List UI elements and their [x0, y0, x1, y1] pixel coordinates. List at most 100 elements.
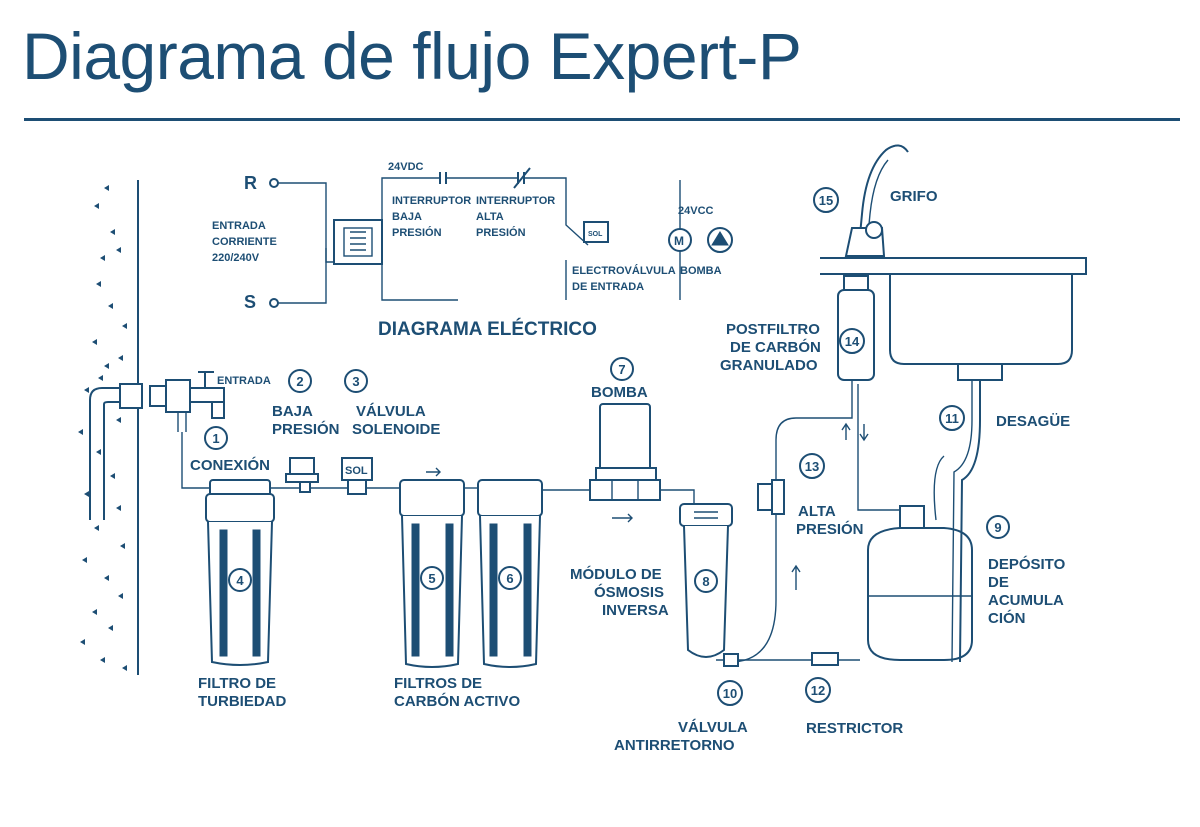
- terminal-s: S: [244, 292, 256, 312]
- voltage-24vdc: 24VDC: [388, 161, 424, 173]
- number-11: 11: [945, 411, 959, 426]
- wall-mark: [116, 247, 121, 253]
- input-current-l3: 220/240V: [212, 252, 260, 264]
- number-13: 13: [805, 459, 819, 474]
- wall-mark: [92, 609, 97, 615]
- label-alta-l1: ALTA: [798, 503, 836, 520]
- number-3: 3: [352, 374, 359, 389]
- label-bomba: BOMBA: [591, 384, 648, 401]
- label-modulo-l1: MÓDULO DE: [570, 565, 662, 583]
- label-baja-l1: BAJA: [272, 403, 313, 420]
- wall-mark: [84, 387, 89, 393]
- wall-mark: [100, 657, 105, 663]
- pump-elec-label: BOMBA: [680, 265, 722, 277]
- label-desague: DESAGÜE: [996, 413, 1070, 430]
- label-modulo-l2: ÓSMOSIS: [594, 583, 664, 601]
- number-5: 5: [428, 571, 435, 586]
- switch-low-l2: BAJA: [392, 211, 422, 223]
- voltage-24vcc: 24VCC: [678, 205, 714, 217]
- switch-low-l1: INTERRUPTOR: [392, 195, 471, 207]
- number-4: 4: [236, 573, 244, 588]
- number-10: 10: [723, 686, 737, 701]
- water-lines: [181, 380, 906, 663]
- electrical-diagram: R S 24VDC SOL M INTERRUPTOR BAJA PRESIÓN…: [212, 161, 733, 340]
- wall-mark: [98, 375, 103, 381]
- wall-mark: [120, 543, 125, 549]
- input-current-l1: ENTRADA: [212, 220, 266, 232]
- input-current-l2: CORRIENTE: [212, 236, 277, 248]
- wall-mark: [116, 505, 121, 511]
- number-1: 1: [212, 431, 219, 446]
- switch-low-l3: PRESIÓN: [392, 226, 442, 239]
- sink: [820, 257, 1087, 663]
- wall: [78, 180, 139, 675]
- wall-mark: [78, 429, 83, 435]
- wall-mark: [104, 575, 109, 581]
- number-15: 15: [819, 193, 833, 208]
- check-valve: [723, 653, 739, 667]
- label-carbon-l2: CARBÓN ACTIVO: [394, 692, 520, 710]
- label-valvula-l2: SOLENOIDE: [352, 421, 440, 438]
- number-8: 8: [702, 574, 709, 589]
- label-turbiedad-l2: TURBIEDAD: [198, 693, 286, 710]
- wall-mark: [104, 185, 109, 191]
- pump: [589, 403, 661, 501]
- motor-symbol: M: [674, 234, 684, 248]
- number-6: 6: [506, 571, 513, 586]
- label-conexion: CONEXIÓN: [190, 456, 270, 474]
- label-deposito-l4: CIÓN: [988, 609, 1026, 627]
- wall-mark: [108, 625, 113, 631]
- wall-mark: [108, 303, 113, 309]
- label-postfiltro-l1: POSTFILTRO: [726, 321, 820, 338]
- component-labels: CONEXIÓN BAJA PRESIÓN VÁLVULA SOLENOIDE …: [190, 188, 1070, 754]
- label-postfiltro-l3: GRANULADO: [720, 357, 818, 374]
- low-pressure-switch: [285, 457, 319, 493]
- wall-inlet-pipe: [89, 371, 225, 520]
- component-numbers: 1 2 3 4 5 6 7 8 9 10 11 12 13 14 15: [204, 187, 1010, 706]
- wall-mark: [116, 417, 121, 423]
- wall-mark: [118, 355, 123, 361]
- switch-high-l2: ALTA: [476, 211, 504, 223]
- number-2: 2: [296, 374, 303, 389]
- label-deposito-l3: ACUMULA: [988, 592, 1064, 609]
- wall-mark: [96, 281, 101, 287]
- post-filter: [837, 275, 875, 381]
- switch-high-l3: PRESIÓN: [476, 226, 526, 239]
- wall-mark: [82, 557, 87, 563]
- valve-label-l1: ELECTROVÁLVULA: [572, 264, 676, 277]
- electrical-title: DIAGRAMA ELÉCTRICO: [378, 318, 597, 340]
- wall-mark: [84, 491, 89, 497]
- wall-mark: [122, 323, 127, 329]
- high-pressure-switch: [757, 479, 785, 515]
- faucet: [844, 144, 909, 257]
- title-underline: [24, 118, 1180, 121]
- flow-restrictor: [811, 652, 839, 666]
- number-7: 7: [618, 362, 625, 377]
- wall-mark: [94, 203, 99, 209]
- wall-mark: [80, 639, 85, 645]
- wall-texture: [78, 185, 127, 671]
- switch-high-l1: INTERRUPTOR: [476, 195, 555, 207]
- inlet-label: ENTRADA: [217, 375, 271, 387]
- wall-mark: [96, 449, 101, 455]
- wall-mark: [100, 255, 105, 261]
- filter-turbidity: [205, 479, 275, 666]
- label-alta-l2: PRESIÓN: [796, 520, 864, 538]
- label-restrictor: RESTRICTOR: [806, 720, 903, 737]
- wall-mark: [104, 363, 109, 369]
- label-turbiedad-l1: FILTRO DE: [198, 675, 276, 692]
- page-title: Diagrama de flujo Expert-P: [22, 19, 802, 93]
- filter-carbon-2: [477, 479, 543, 668]
- wall-mark: [118, 593, 123, 599]
- wall-mark: [94, 525, 99, 531]
- label-antirretorno-l2: ANTIRRETORNO: [614, 737, 735, 754]
- filter-carbon-1: [399, 479, 465, 668]
- wall-mark: [92, 339, 97, 345]
- label-carbon-l1: FILTROS DE: [394, 675, 482, 692]
- storage-tank: [867, 505, 973, 661]
- number-9: 9: [994, 520, 1001, 535]
- wall-mark: [122, 665, 127, 671]
- label-deposito-l1: DEPÓSITO: [988, 555, 1066, 573]
- sol-tag: SOL: [345, 465, 368, 477]
